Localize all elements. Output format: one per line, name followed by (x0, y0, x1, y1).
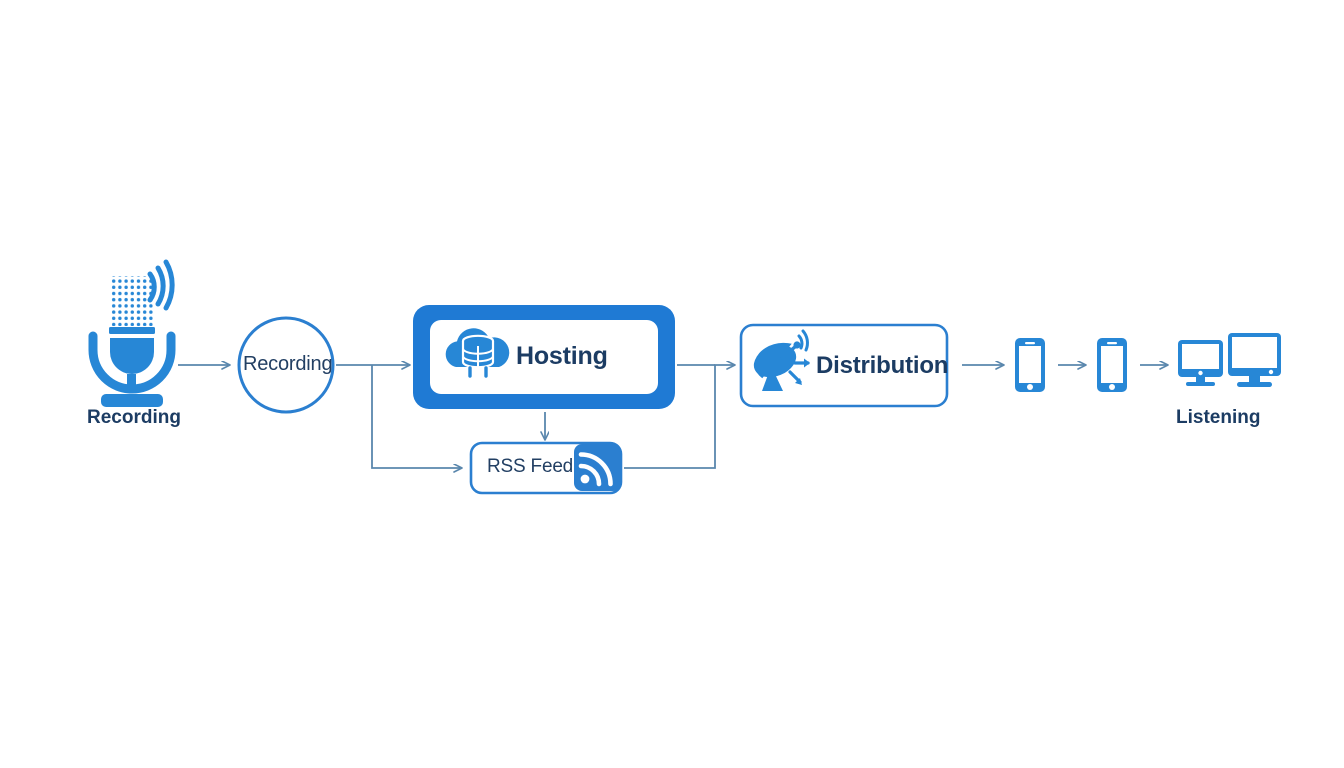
recording-circle-node (237, 316, 335, 414)
recording-caption: Recording (87, 407, 181, 428)
rss-feed-node[interactable] (469, 441, 623, 495)
connector-to-distribution (624, 365, 735, 469)
cloud-database-icon (445, 328, 510, 378)
desktop-monitors-icon (1178, 333, 1281, 387)
recording-circle-label: Recording (243, 353, 333, 375)
satellite-dish-icon (753, 329, 810, 391)
distribution-label: Distribution (816, 352, 949, 379)
hosting-label: Hosting (516, 342, 608, 370)
hosting-node[interactable] (413, 305, 675, 409)
smartphone-icon (1015, 338, 1045, 392)
distribution-node[interactable] (739, 323, 949, 408)
rss-icon (574, 444, 621, 491)
listening-caption: Listening (1176, 407, 1261, 428)
smartphone-icon (1097, 338, 1127, 392)
connector-recording-split (336, 365, 462, 468)
rss-feed-label: RSS Feed (487, 456, 574, 477)
microphone-icon (88, 259, 176, 407)
